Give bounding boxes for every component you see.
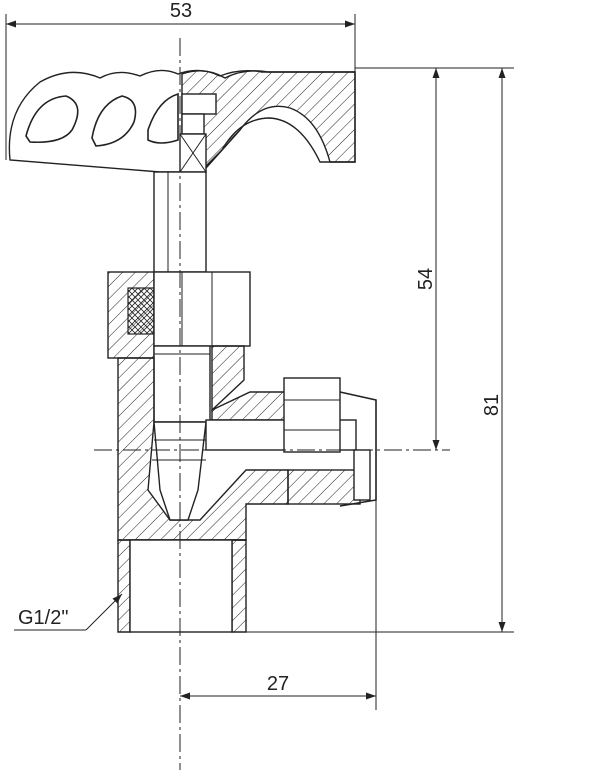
dimension-bottom-width: 27 — [180, 500, 377, 710]
dimension-top-width: 53 — [5, 0, 356, 160]
dim-label-27: 27 — [267, 673, 289, 695]
dim-label-53: 53 — [170, 0, 192, 22]
dimension-height-54: 54 — [355, 67, 445, 450]
dimension-height-81: 81 — [246, 67, 514, 633]
center-lines — [94, 38, 450, 770]
dim-label-54: 54 — [415, 268, 437, 290]
handwheel — [8, 69, 356, 173]
thread-label: G1/2" — [18, 607, 68, 629]
valve-body — [117, 345, 291, 633]
thread-callout: G1/2" — [14, 593, 123, 631]
side-outlet — [205, 377, 377, 507]
dim-label-81: 81 — [481, 394, 503, 416]
